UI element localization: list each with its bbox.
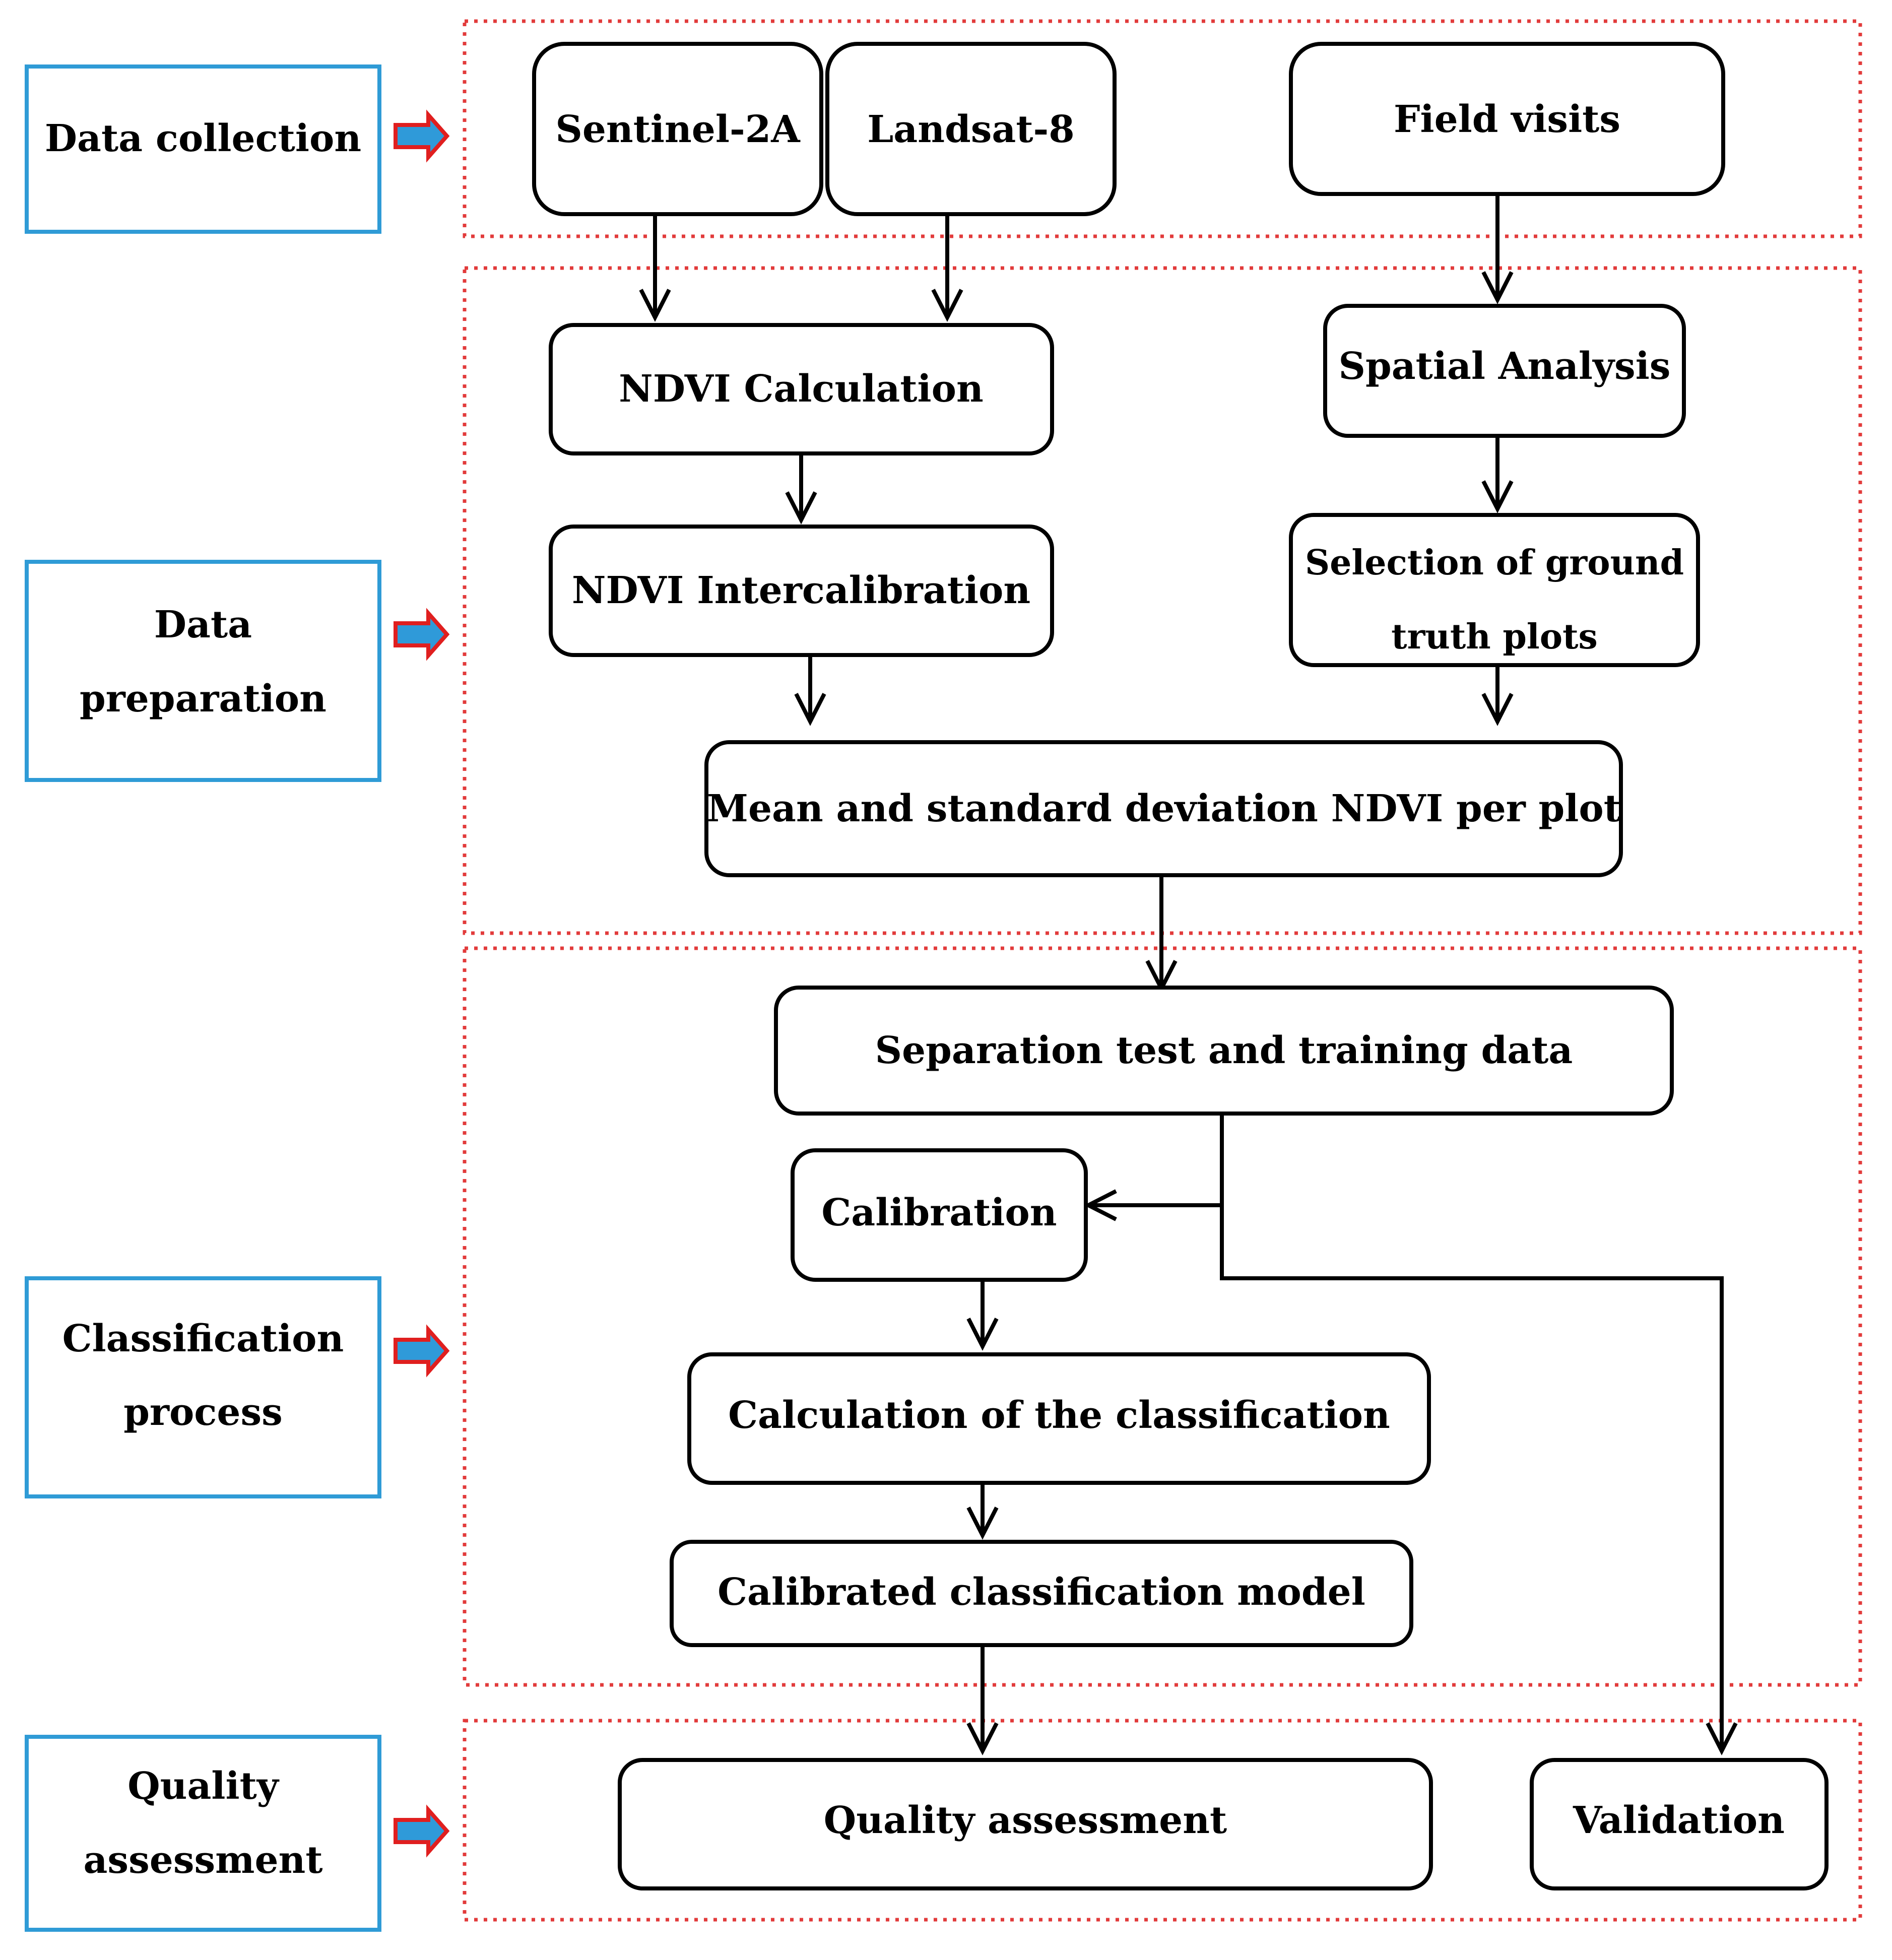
stage-label-line1: Data [154, 603, 252, 646]
node-landsat: Landsat-8 [825, 42, 1117, 216]
node-separation: Separation test and training data [774, 986, 1674, 1116]
stage-data-preparation: Data preparation [25, 560, 381, 782]
node-label: Separation test and training data [875, 1029, 1573, 1072]
node-label-line1: Selection of ground [1305, 543, 1684, 583]
node-label: Spatial Analysis [1339, 345, 1671, 388]
node-label: Calibrated classification model [717, 1571, 1365, 1614]
group-quality-assessment [463, 1719, 1862, 1922]
stage-label: Data collection [45, 117, 361, 160]
stage-quality-assessment: Quality assessment [25, 1735, 381, 1932]
node-label: NDVI Calculation [619, 367, 984, 411]
node-calibration: Calibration [791, 1148, 1088, 1282]
node-validation: Validation [1530, 1758, 1829, 1890]
node-label: Calculation of the classification [728, 1394, 1390, 1437]
group-data-collection [463, 19, 1862, 238]
node-label: Sentinel-2A [555, 108, 801, 151]
stage-arrow-icon [394, 1324, 450, 1378]
node-label: Validation [1573, 1799, 1785, 1842]
arrowhead-icon [931, 289, 963, 322]
stage-classification-process: Classification process [25, 1276, 381, 1498]
arrowhead-icon [1706, 1722, 1738, 1755]
node-ndvi-calculation: NDVI Calculation [549, 323, 1054, 455]
node-field-visits: Field visits [1289, 42, 1725, 196]
arrowhead-icon [966, 1318, 999, 1351]
node-label: Landsat-8 [867, 108, 1075, 151]
node-label-line2: truth plots [1391, 617, 1598, 657]
arrowhead-icon [1481, 480, 1514, 513]
node-spatial-analysis: Spatial Analysis [1323, 304, 1686, 438]
edge-separation-calibration [1089, 1114, 1224, 1207]
stage-arrow-icon [394, 1804, 450, 1858]
arrowhead-icon [1481, 271, 1514, 304]
arrowhead-icon [966, 1507, 999, 1540]
stage-label-line1: Quality [127, 1765, 280, 1808]
arrowhead-icon [1481, 693, 1514, 726]
node-quality-assessment: Quality assessment [618, 1758, 1433, 1890]
stage-label-line2: assessment [83, 1839, 322, 1882]
stage-label-line2: process [123, 1391, 283, 1434]
stage-arrow-icon [394, 109, 450, 163]
group-classification-process [463, 946, 1862, 1687]
node-label: Quality assessment [824, 1799, 1227, 1842]
node-mean-std: Mean and standard deviation NDVI per plo… [704, 740, 1623, 877]
arrowhead-icon [785, 491, 817, 525]
arrowhead-icon [794, 693, 826, 726]
stage-data-collection: Data collection [25, 64, 381, 234]
node-sentinel: Sentinel-2A [532, 42, 823, 216]
edge-separation-validation [1220, 1205, 1724, 1750]
node-label: Calibration [821, 1191, 1057, 1234]
connectors [639, 194, 1738, 1755]
node-ndvi-intercalibration: NDVI Intercalibration [549, 525, 1054, 657]
stage-arrow-icon [394, 608, 450, 661]
node-label: Field visits [1394, 98, 1620, 141]
stage-label-line1: Classification [62, 1317, 344, 1360]
arrowhead-icon [1084, 1189, 1117, 1221]
node-calibrated-model: Calibrated classification model [670, 1540, 1413, 1647]
node-calc-classification: Calculation of the classification [687, 1352, 1431, 1485]
node-label: NDVI Intercalibration [572, 569, 1030, 612]
node-ground-truth: Selection of ground truth plots [1289, 513, 1700, 667]
node-label: Mean and standard deviation NDVI per plo… [707, 787, 1621, 830]
arrowhead-icon [639, 289, 671, 322]
stage-label-line2: preparation [80, 677, 327, 721]
arrowhead-icon [966, 1722, 999, 1755]
